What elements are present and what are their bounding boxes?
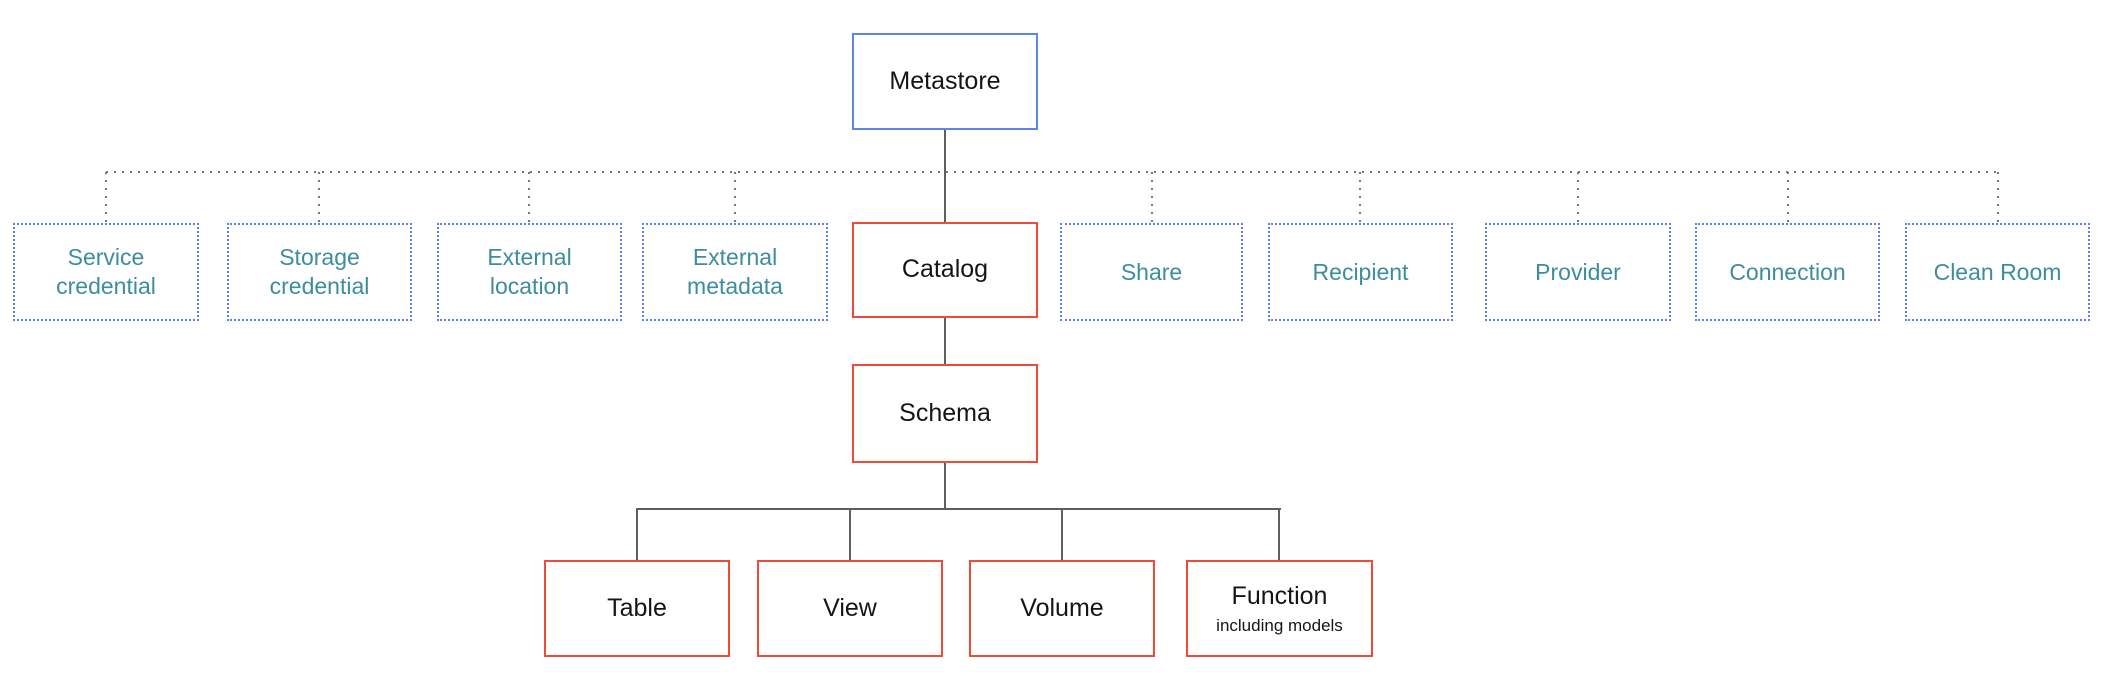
node-recipient-label: Recipient (1312, 258, 1409, 285)
node-storage-credential-label: Storage credential (269, 244, 370, 299)
connector-drop-view (849, 508, 851, 560)
connector-drop-function (1278, 508, 1280, 560)
node-service-credential: Service credential (13, 223, 199, 321)
node-schema: Schema (852, 364, 1038, 463)
node-catalog-label: Catalog (901, 255, 989, 284)
dotted-stub-provider (1577, 172, 1579, 223)
node-recipient: Recipient (1268, 223, 1453, 321)
node-function-sublabel: including models (1216, 616, 1343, 635)
dotted-stub-external-location (528, 172, 530, 223)
connector-catalog-schema (944, 318, 946, 364)
node-catalog: Catalog (852, 222, 1038, 318)
node-storage-credential: Storage credential (227, 223, 412, 321)
node-view: View (757, 560, 943, 657)
connector-schema-branch (944, 463, 946, 510)
node-provider-label: Provider (1535, 258, 1621, 285)
node-external-location: External location (437, 223, 622, 321)
node-provider: Provider (1485, 223, 1671, 321)
dotted-stub-external-metadata (734, 172, 736, 223)
node-clean-room: Clean Room (1905, 223, 2090, 321)
dotted-stub-share (1151, 172, 1153, 223)
node-volume: Volume (969, 560, 1155, 657)
dotted-stub-recipient (1359, 172, 1361, 223)
node-table-label: Table (607, 593, 667, 622)
connector-drop-volume (1061, 508, 1063, 560)
dotted-stub-storage-credential (318, 172, 320, 223)
connector-drop-table (636, 508, 638, 560)
node-metastore-label: Metastore (889, 66, 1001, 95)
node-metastore: Metastore (852, 33, 1038, 130)
node-external-location-label: External location (487, 244, 572, 299)
node-share: Share (1060, 223, 1243, 321)
dotted-rail-line (106, 171, 1999, 173)
node-clean-room-label: Clean Room (1933, 258, 2062, 285)
node-external-metadata-label: External metadata (687, 244, 783, 299)
node-service-credential-label: Service credential (56, 244, 156, 299)
node-connection-label: Connection (1729, 258, 1846, 285)
node-share-label: Share (1120, 258, 1183, 285)
node-function: Function including models (1186, 560, 1373, 657)
node-function-label: Function (1231, 581, 1328, 610)
dotted-stub-service-credential (105, 172, 107, 223)
node-view-label: View (823, 593, 877, 622)
connector-metastore-catalog (944, 130, 946, 222)
node-schema-label: Schema (899, 398, 991, 427)
node-external-metadata: External metadata (642, 223, 828, 321)
connector-branch-line (637, 508, 1281, 510)
dotted-stub-connection (1787, 172, 1789, 223)
node-volume-label: Volume (1020, 593, 1104, 622)
node-table: Table (544, 560, 730, 657)
dotted-stub-clean-room (1997, 172, 1999, 223)
node-connection: Connection (1695, 223, 1880, 321)
